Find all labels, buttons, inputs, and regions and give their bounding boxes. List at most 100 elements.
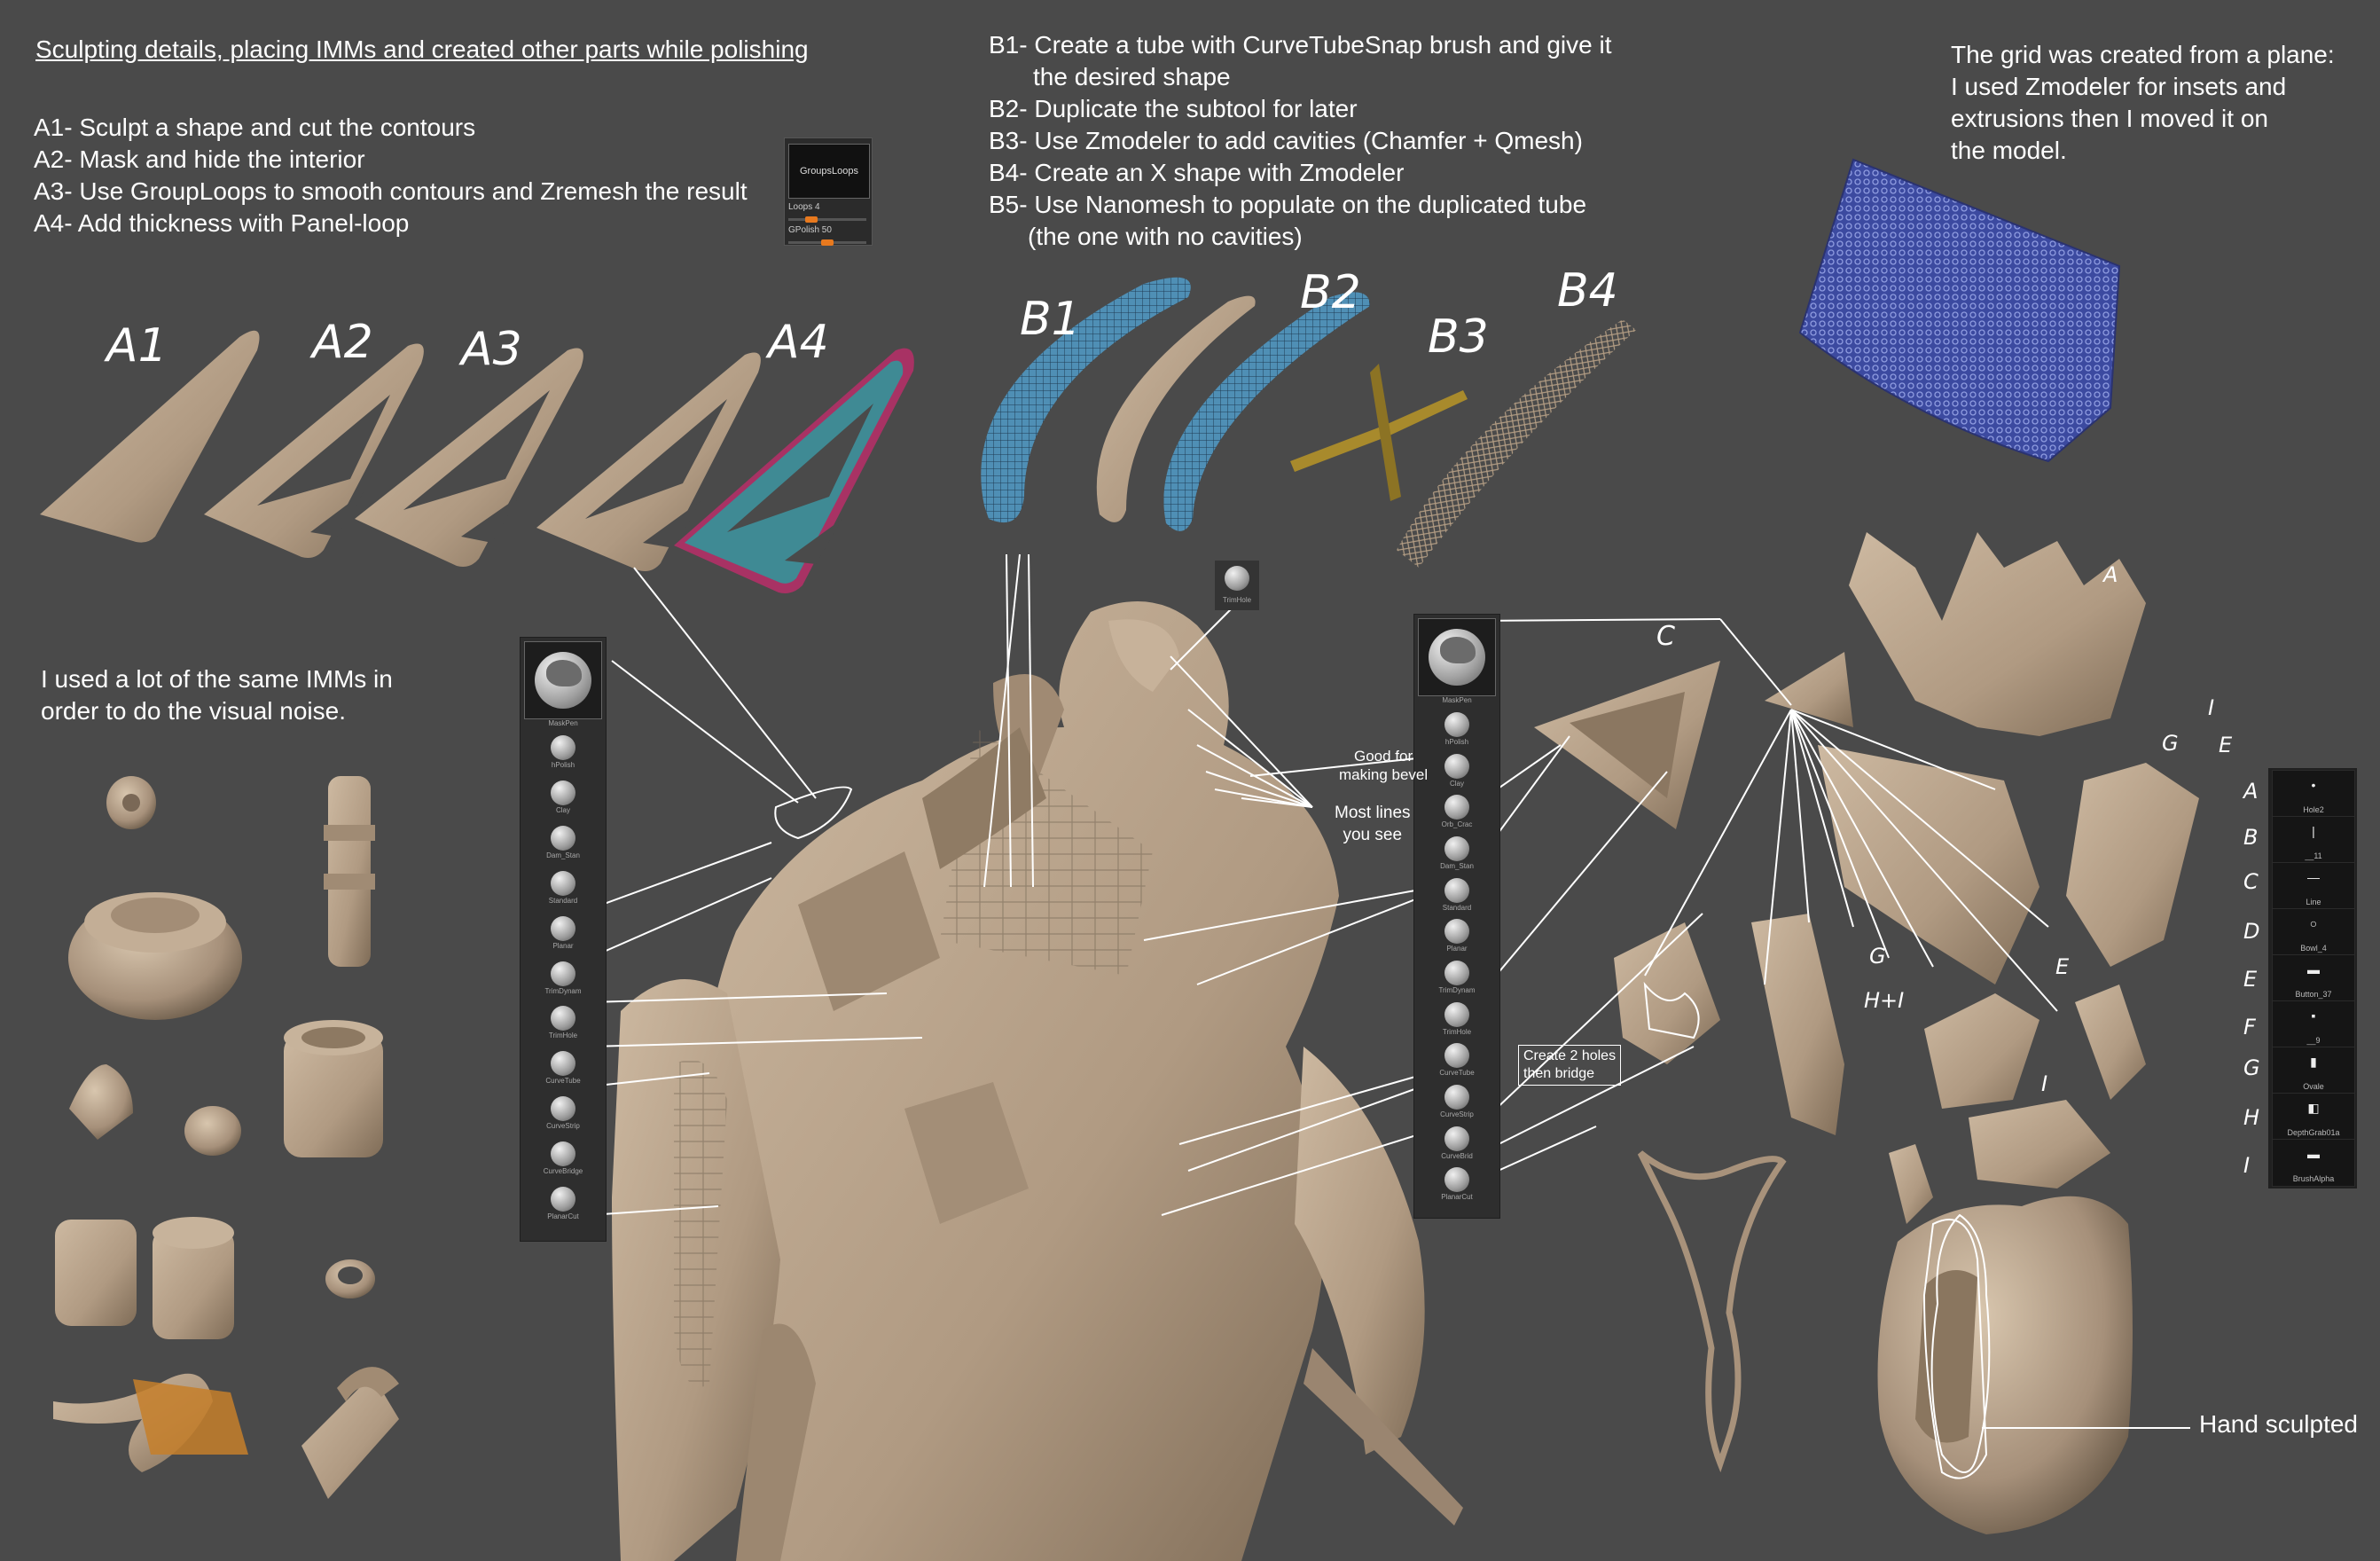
brush-sphere-icon — [1225, 566, 1249, 591]
trimhole-brush-button[interactable]: TrimHole — [1215, 561, 1259, 610]
brush-label: Standard — [548, 896, 578, 905]
maskpen-brush-button[interactable] — [1418, 618, 1496, 696]
alpha-symbol: ◧ — [2307, 1101, 2320, 1115]
part-letter: I — [2041, 1071, 2048, 1096]
brush-label: PlanarCut — [1441, 1193, 1473, 1202]
mask-blob-icon — [546, 660, 582, 686]
loops-slider-handle[interactable] — [804, 216, 818, 223]
create-holes-line: then bridge — [1523, 1066, 1595, 1081]
brush-label: TrimDynam — [1438, 986, 1476, 994]
stage-label-a2: A2 — [312, 316, 373, 369]
brush-clay-button[interactable] — [551, 780, 575, 805]
brush-label: TrimHole — [548, 1032, 578, 1040]
brush-orb-crac-button[interactable] — [1444, 795, 1469, 820]
brush-label: Clay — [1449, 779, 1464, 788]
stage-a4-shape — [674, 348, 914, 593]
stage-label-a1: A1 — [106, 319, 168, 373]
alpha-brushalpha[interactable]: ▬BrushAlpha — [2272, 1139, 2355, 1187]
create-holes-note: Create 2 holes then bridge — [1518, 1045, 1622, 1086]
grid-note-line: The grid was created from a plane: — [1951, 41, 2335, 68]
part-letter: G — [1869, 944, 1886, 969]
part-letter: I — [2208, 695, 2215, 720]
brush-curvestrip-button[interactable] — [1444, 1085, 1469, 1110]
brush-curvebridge-button[interactable] — [551, 1141, 575, 1167]
brush-trimhole-button[interactable] — [1444, 1001, 1469, 1027]
gpolish-slider[interactable] — [788, 239, 866, 246]
brush-label: Planar — [1446, 945, 1468, 953]
brush-planar-button[interactable] — [1444, 919, 1469, 945]
alpha-letter: D — [2243, 919, 2260, 944]
imm-note-line: order to do the visual noise. — [41, 697, 346, 725]
maskpen-brush-button[interactable] — [524, 641, 602, 719]
stage-a1-shape — [40, 330, 260, 543]
alpha-symbol: • — [2311, 778, 2316, 792]
gpolish-slider-label: GPolish 50 — [788, 225, 832, 235]
step-b3: B3- Use Zmodeler to add cavities (Chamfe… — [989, 127, 1583, 154]
palette-head-label: MaskPen — [548, 719, 578, 727]
brush-curvetube-button[interactable] — [551, 1051, 575, 1077]
brush-label: CurveStrip — [546, 1122, 580, 1131]
stage-a3b-shape — [536, 352, 761, 571]
brush-label: CurveTube — [545, 1077, 581, 1086]
alpha-hole2[interactable]: •Hole2 — [2272, 770, 2355, 818]
stage-b4-nanomesh — [1397, 319, 1636, 568]
brush-standard-button[interactable] — [551, 870, 575, 896]
steps-a-list: A1- Sculpt a shape and cut the contours … — [34, 112, 748, 239]
alpha-symbol: ▬ — [2307, 1147, 2320, 1161]
brush-planarcut-button[interactable] — [551, 1187, 575, 1212]
bevel-note-line: making bevel — [1339, 766, 1429, 783]
step-b4: B4- Create an X shape with Zmodeler — [989, 159, 1405, 186]
brush-curvetube-button[interactable] — [1444, 1043, 1469, 1069]
alpha-bowl4[interactable]: ○Bowl_4 — [2272, 908, 2355, 956]
stage-b1-tube — [981, 277, 1191, 523]
brush-trimdynam-button[interactable] — [551, 961, 575, 986]
part-letter: A — [2103, 562, 2118, 587]
step-b2: B2- Duplicate the subtool for later — [989, 95, 1358, 122]
trimhole-label: TrimHole — [1222, 596, 1252, 604]
brush-curvestrip-button[interactable] — [551, 1096, 575, 1122]
alpha-9[interactable]: ▪__9 — [2272, 1000, 2355, 1048]
alpha-11[interactable]: |__11 — [2272, 816, 2355, 864]
brush-planarcut-button[interactable] — [1444, 1167, 1469, 1193]
brush-trimdynam-button[interactable] — [1444, 961, 1469, 985]
alpha-label: Bowl_4 — [2300, 944, 2327, 953]
brush-label: Standard — [1442, 903, 1472, 912]
part-letter: E — [2055, 954, 2070, 979]
brush-hpolish-button[interactable] — [1444, 712, 1469, 737]
brush-label: CurveTube — [1439, 1069, 1475, 1078]
alpha-depthgrab[interactable]: ◧DepthGrab01a — [2272, 1093, 2355, 1141]
grid-note-line: the model. — [1951, 137, 2067, 164]
alpha-letter: A — [2243, 779, 2259, 804]
step-a4: A4- Add thickness with Panel-loop — [34, 209, 410, 237]
brush-label: hPolish — [1444, 738, 1469, 746]
imm-note-line: I used a lot of the same IMMs in — [41, 665, 393, 693]
part-letter: C — [1656, 621, 1675, 652]
stage-a2-shape — [204, 343, 424, 558]
grid-note-line: extrusions then I moved it on — [1951, 105, 2268, 132]
stage-b2-tube — [1096, 292, 1370, 531]
brush-trimhole-button[interactable] — [551, 1006, 575, 1032]
stage-label-a4: A4 — [768, 316, 829, 369]
alpha-letter: F — [2243, 1015, 2256, 1039]
brush-dam-stan-button[interactable] — [551, 825, 575, 851]
stage-label-b2: B2 — [1300, 266, 1361, 319]
brush-clay-button[interactable] — [1444, 753, 1469, 779]
gpolish-slider-handle[interactable] — [821, 239, 834, 246]
alpha-label: Line — [2306, 898, 2321, 906]
create-holes-line: Create 2 holes — [1523, 1048, 1617, 1063]
loops-slider[interactable] — [788, 216, 866, 223]
brush-label: PlanarCut — [547, 1212, 579, 1221]
brush-curvebrid-button[interactable] — [1444, 1126, 1469, 1151]
step-a2: A2- Mask and hide the interior — [34, 145, 365, 173]
brush-hpolish-button[interactable] — [551, 735, 575, 760]
alpha-line[interactable]: —Line — [2272, 862, 2355, 910]
brush-label: Dam_Stan — [1440, 862, 1474, 870]
steps-b-list: B1- Create a tube with CurveTubeSnap bru… — [989, 29, 1611, 253]
brush-planar-button[interactable] — [551, 915, 575, 941]
alpha-ovale[interactable]: ▮Ovale — [2272, 1047, 2355, 1094]
brush-dam-stan-button[interactable] — [1444, 836, 1469, 861]
brush-standard-button[interactable] — [1444, 877, 1469, 903]
alpha-button37[interactable]: ▬Button_37 — [2272, 954, 2355, 1002]
grouploops-button[interactable]: GroupsLoops — [788, 144, 870, 199]
